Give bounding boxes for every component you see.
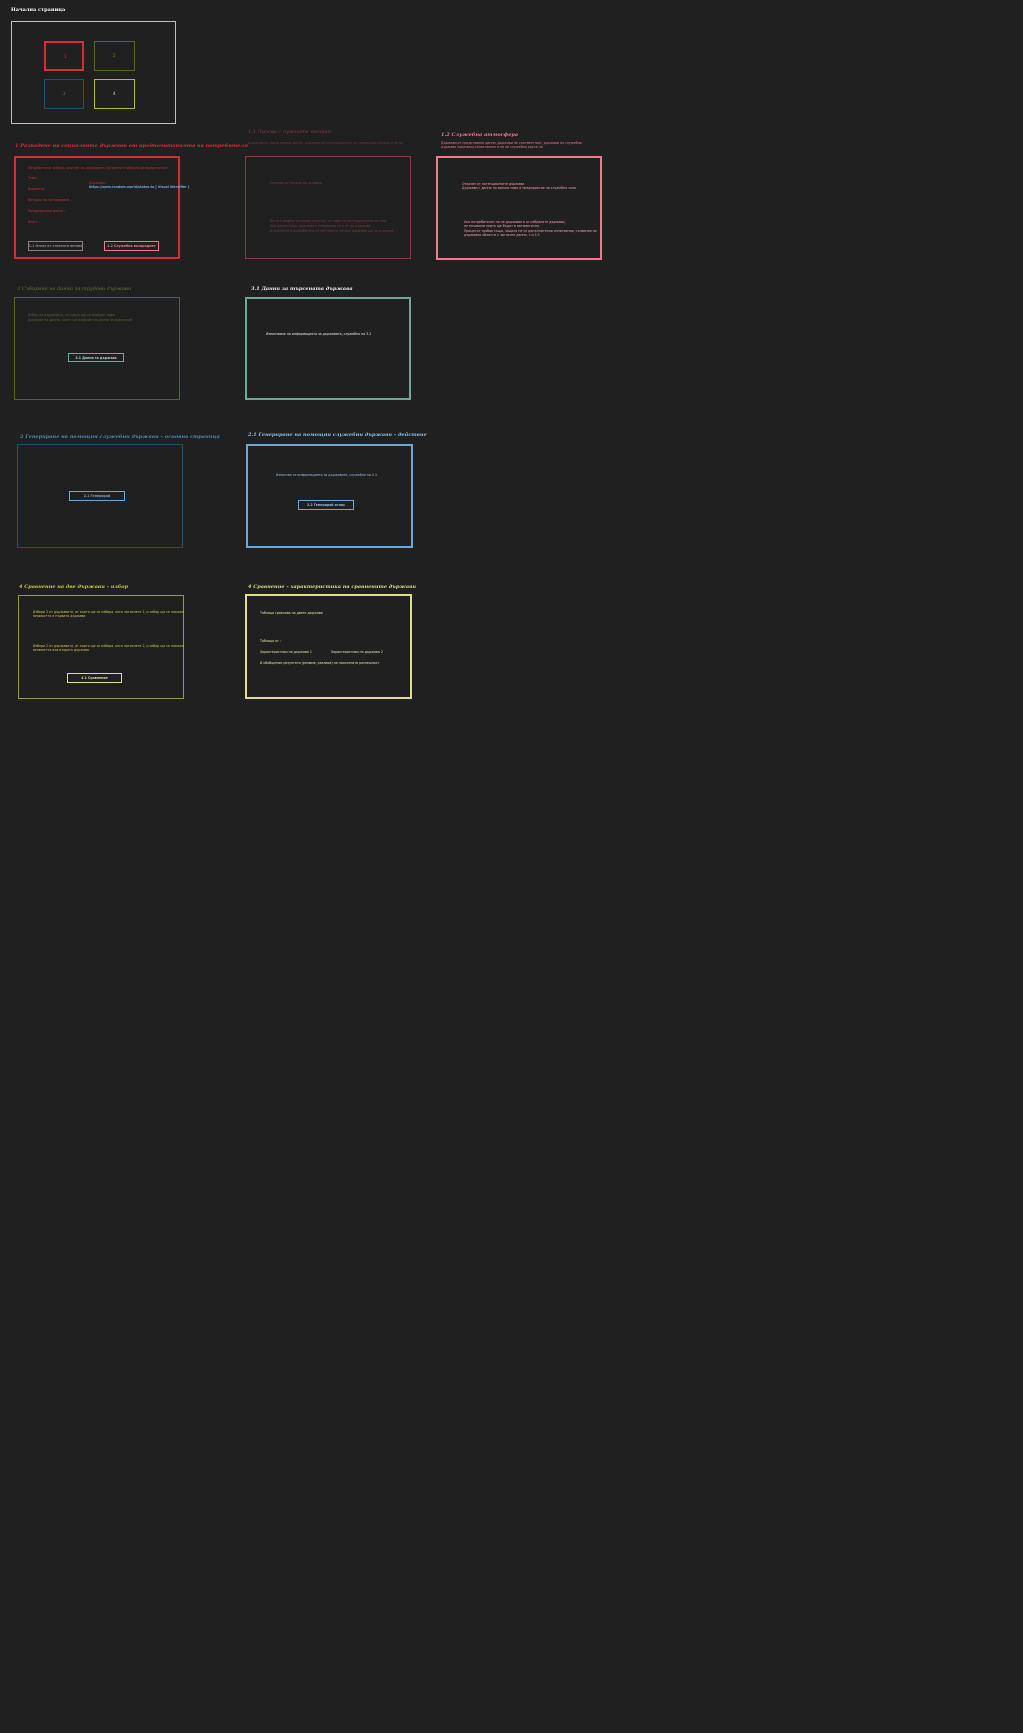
screen11-body-3: И оценката е разработена от системата на… xyxy=(270,229,394,233)
screen1-row-history: История на натоварване : xyxy=(28,198,72,202)
tile-1[interactable]: 1 xyxy=(44,41,84,71)
screen11-body-1: Когато дадена държава показва, че няма н… xyxy=(270,219,387,223)
tile-3[interactable]: 3 xyxy=(44,79,84,109)
screen41-line2: Таблица от : xyxy=(260,639,282,643)
screen11-subtitle: Държави от представени данни, държави не… xyxy=(248,141,403,145)
screen21-generate-atlas-button[interactable]: 2.2 Генерирай атлас xyxy=(298,500,354,510)
screen4-body1-1: Избери 2 от държавите, от които ще се из… xyxy=(33,610,184,614)
screen3-body-1: Избор на държавите, на които ще се въвед… xyxy=(28,313,115,317)
screen2-frame: 2.1 Генерирай xyxy=(17,444,183,548)
screen3-title: 3 Събиране на данни за трудови държави xyxy=(17,286,132,292)
screen31-frame: Използване на информацията за държавата,… xyxy=(245,297,411,400)
screen1-cancel-button[interactable]: 1.1 Отказ от степента ветова xyxy=(28,241,83,251)
screen41-col2: Характеристики на държава 2 xyxy=(331,650,383,654)
tile-2[interactable]: 2 xyxy=(94,41,135,71)
screen12-subtitle-1: Държави от представени данни, държави не… xyxy=(441,141,582,145)
screen2-generate-button[interactable]: 2.1 Генерирай xyxy=(69,491,125,501)
screen2-title: 2 Генериране на помощни служебни държави… xyxy=(20,434,220,440)
screen12-body-3: Процесът трябва също, защото не се допъл… xyxy=(464,229,597,233)
screen1-frame: Потребителят избира (или не) на държавит… xyxy=(14,156,189,259)
screen1-intro: Потребителят избира (или не) на държавит… xyxy=(28,166,169,170)
screen11-title: 1.1 Липсва с нужните теория xyxy=(248,129,331,135)
screen12-line2: Държави с данни на всички нова и предпри… xyxy=(462,186,576,190)
tile-1-label: 1 xyxy=(64,54,67,59)
screen1-row-variants: Варианти : xyxy=(28,187,47,191)
screen3-country-data-button[interactable]: 3.1 Данни за държава xyxy=(68,353,124,362)
screen11-body-2: Ако данни също деиствие е направено не и… xyxy=(270,224,371,228)
screen3-body-2: държави на данни, които ще въведат на да… xyxy=(28,318,133,322)
screen12-title: 1.2 Служебна атмосфера xyxy=(441,132,519,138)
screen41-line3: И обобщение резултати (резюме, разлика) … xyxy=(260,661,380,665)
screen4-body2-2: мнимостта във втората държава xyxy=(33,648,89,652)
screen1-value-link[interactable]: https://www.random.world/states.to [ Vis… xyxy=(89,185,190,189)
screen41-title: 4 Сравнение – характеристика на сравнени… xyxy=(248,584,417,590)
screen1-service-button[interactable]: 1.2 Служебна възпредмет xyxy=(104,241,159,251)
screen4-title: 4 Сравнение на две държави – избор xyxy=(19,584,129,590)
screen1-row-data: Разпределени данни : xyxy=(28,209,66,213)
screen4-body2-1: Избери 2 от държавите, от които ще се из… xyxy=(33,644,184,648)
screen1-title: 1 Разпадане на социалните държави от пре… xyxy=(15,143,248,149)
screen4-frame: Избери 2 от държавите, от които ще се из… xyxy=(18,595,184,699)
screen31-body: Използване на информацията за държавата,… xyxy=(266,332,372,336)
screen41-line1: Таблица сравнява на двете държави xyxy=(260,611,323,615)
screen31-title: 3.1 Данни за търсената държава xyxy=(251,286,353,292)
screen4-compare-button[interactable]: 4.1 Сравнение xyxy=(67,673,122,683)
start-frame xyxy=(11,21,176,124)
screen1-row-theme: Тема : xyxy=(28,176,39,180)
screen12-line1: Отказан от потенциалните държави xyxy=(462,182,525,186)
tile-3-label: 3 xyxy=(63,91,66,96)
screen11-frame: Отказан от начина на условия Когато даде… xyxy=(245,156,411,259)
tile-2-label: 2 xyxy=(113,53,116,58)
screen12-frame: Отказан от потенциалните държави Държави… xyxy=(436,156,602,260)
screen21-body: Използва се информацията за държавите, с… xyxy=(276,473,378,477)
screen21-frame: Използва се информацията за държавите, с… xyxy=(246,444,413,548)
tile-4-label: 4 xyxy=(113,91,116,96)
start-title: Начална страница xyxy=(11,7,66,13)
screen12-body-1: Ако потребителят на не държавата от избр… xyxy=(464,220,566,224)
screen41-frame: Таблица сравнява на двете държави Таблиц… xyxy=(245,594,412,699)
screen1-value-label: Държави : xyxy=(89,181,107,185)
screen11-line1: Отказан от начина на условия xyxy=(270,181,322,185)
screen41-col1: Характеристики на държава 1 xyxy=(260,650,312,654)
screen12-body-4: държавни области с частични данни, с и 3… xyxy=(464,233,540,237)
screen4-body1-2: мнимостта в първата държава xyxy=(33,614,86,618)
screen12-subtitle-2: държава показващ съпоставяне и не не слу… xyxy=(441,145,543,149)
screen1-row-to1: Към 1 : xyxy=(28,220,41,224)
screen3-frame: Избор на държавите, на които ще се въвед… xyxy=(14,297,180,400)
screen12-body-2: не почивали които ще бъдат в автоматично… xyxy=(464,224,540,228)
screen21-title: 2.1 Генериране на помощни служебни държа… xyxy=(248,432,427,438)
tile-4[interactable]: 4 xyxy=(94,79,135,109)
